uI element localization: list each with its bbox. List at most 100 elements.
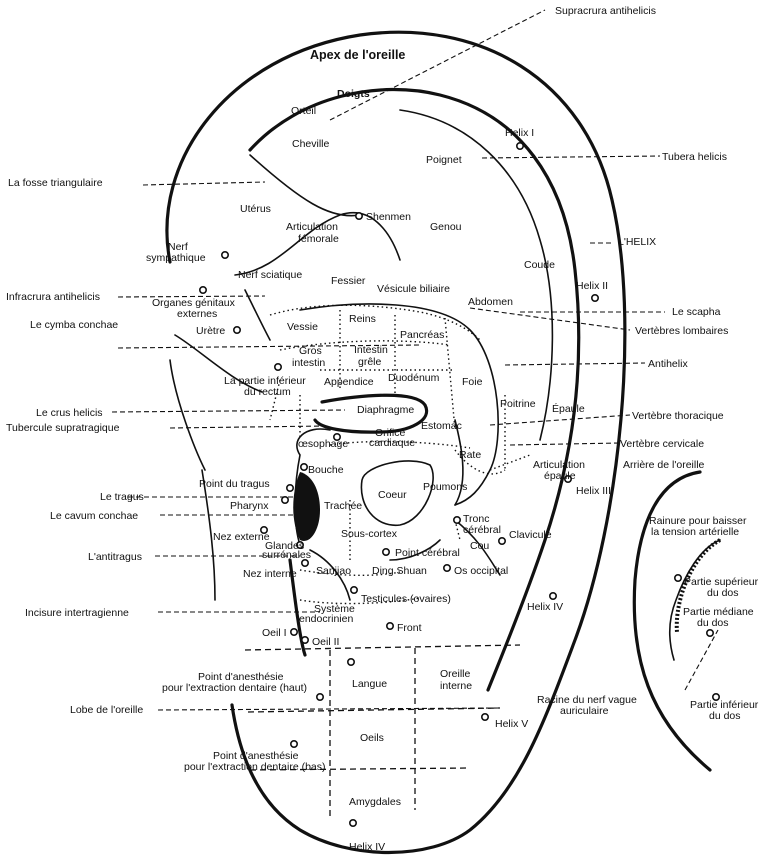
label-rainure-1: Rainure pour baisser [649,515,747,527]
label-articulation-femorale-2: fémorale [298,233,339,245]
label-uterus: Utérus [240,203,271,215]
label-doigts: Doigts [337,88,370,100]
label-organes-2: externes [177,308,217,320]
label-glandes-2: surrénales [262,549,311,561]
label-articulation-epaule-2: épaule [544,470,576,482]
label-bouche: Bouche [308,464,344,476]
label-estomac: Estomac [421,420,462,432]
region-dividers [269,304,531,605]
label-reins: Reins [349,313,376,325]
label-shenmen: Shenmen [366,211,411,223]
label-point-haut-1: Point d'anesthésie [198,671,284,683]
label-pharynx: Pharynx [230,500,269,512]
label-antihelix: Antihelix [648,358,688,370]
label-foie: Foie [462,376,483,388]
back-ear-outline [632,470,722,772]
label-arriere: Arrière de l'oreille [623,459,705,471]
label-abdomen: Abdomen [468,296,513,308]
label-poitrine: Poitrine [500,398,536,410]
label-oreille-interne-2: interne [440,680,472,692]
points [199,142,720,827]
label-fosse: La fosse triangulaire [8,177,103,189]
label-tronc-2: cérébral [463,524,501,536]
label-uretre: Urètre [196,325,225,337]
label-cavum: Le cavum conchae [50,510,138,522]
label-partie-inferieur-1: La partie inférieur [224,375,306,387]
label-testicules: Testicules (ovaires) [361,593,451,605]
leader-lines [111,9,719,711]
label-point-haut-2: pour l'extraction dentaire (haut) [162,682,307,694]
label-diaphragme: Diaphragme [357,404,414,416]
label-helix5: Helix V [495,718,528,730]
label-ding-shuan: Ding Shuan [372,565,427,577]
label-rainure-2: la tension artérielle [651,526,739,538]
label-langue: Langue [352,678,387,690]
label-partie-med-2: du dos [697,617,729,629]
labels: Supracrura antihelicis Apex de l'oreille… [6,5,759,853]
label-tubercule: Tubercule supratragique [6,422,120,434]
label-helix2: Helix II [576,280,608,292]
groove-mark [674,538,722,633]
label-poumons: Poumons [423,481,467,493]
label-oeils: Oeils [360,732,384,744]
label-duodenum: Duodénum [388,372,440,384]
label-clavicule: Clavicule [509,529,552,541]
label-point-bas-1: Point d'anesthésie [213,750,299,762]
label-helix3: Helix III [576,485,611,497]
label-racine-2: auriculaire [560,705,609,717]
label-le-tragus: Le tragus [100,491,144,503]
label-trachee: Trachée [324,500,362,512]
label-point-bas-2: pour l'extraction dentaire (bas) [184,761,326,773]
label-gros-intestin-2: intestin [292,357,325,369]
label-glandes-1: Glandes [265,540,304,552]
label-partie-sup-1: Partie supérieur [684,576,759,588]
label-vertebres-lombaires: Vertèbres lombaires [635,325,728,337]
label-oreille-interne-1: Oreille [440,668,471,680]
label-articulation-epaule-1: Articulation [533,459,585,471]
label-point-cerebral: Point cérébral [395,547,460,559]
label-amygdales: Amygdales [349,796,401,808]
label-lobe: Lobe de l'oreille [70,704,143,716]
label-orteil: Orteil [291,105,316,117]
label-helix1: Helix I [505,127,534,139]
label-antitragus: L'antitragus [88,551,142,563]
label-nerf-sympathique-2: sympathique [146,252,206,264]
label-crus: Le crus helicis [36,407,103,419]
label-fessier: Fessier [331,275,366,287]
label-racine-1: Racine du nerf vague [537,694,637,706]
label-cheville: Cheville [292,138,330,150]
label-partie-inf-2: du dos [709,710,741,722]
label-systeme-1: Système [314,603,355,615]
label-coude: Coude [524,259,555,271]
label-appendice: Appendice [324,376,374,388]
label-apex: Apex de l'oreille [310,48,405,62]
label-articulation-femorale-1: Articulation [286,221,338,233]
label-pancreas: Pancréas [400,329,444,341]
label-nez-externe: Nez externe [213,531,270,543]
label-organes-1: Organes génitaux [152,297,236,309]
label-helix4-bottom: Helix IV [349,841,385,853]
label-orifice-1: Orifice [375,427,405,439]
label-sous-cortex: Sous-cortex [341,528,398,540]
label-intestin-grele-2: grêle [358,356,382,368]
label-tronc-1: Tronc [463,513,489,525]
label-cymba: Le cymba conchae [30,319,118,331]
label-systeme-2: endocrinien [299,613,353,625]
label-intestin-grele-1: Intestin [354,344,388,356]
label-os-occipital: Os occipital [454,565,508,577]
label-cou: Cou [470,540,489,552]
label-sanjiao: Sanjiao [316,565,351,577]
label-coeur: Coeur [378,489,407,501]
label-oeil2: Oeil II [312,636,339,648]
label-supracrura: Supracrura antihelicis [555,5,656,17]
label-vertebre-thoracique: Vertèbre thoracique [632,410,724,422]
label-scapha: Le scapha [672,306,721,318]
label-epaule: Épaule [552,402,585,415]
tragus-mark [293,472,320,541]
label-gros-intestin-1: Gros [299,345,322,357]
label-genou: Genou [430,221,462,233]
label-front: Front [397,622,422,634]
label-rate: Rate [459,449,481,461]
label-oeil1: Oeil I [262,627,287,639]
